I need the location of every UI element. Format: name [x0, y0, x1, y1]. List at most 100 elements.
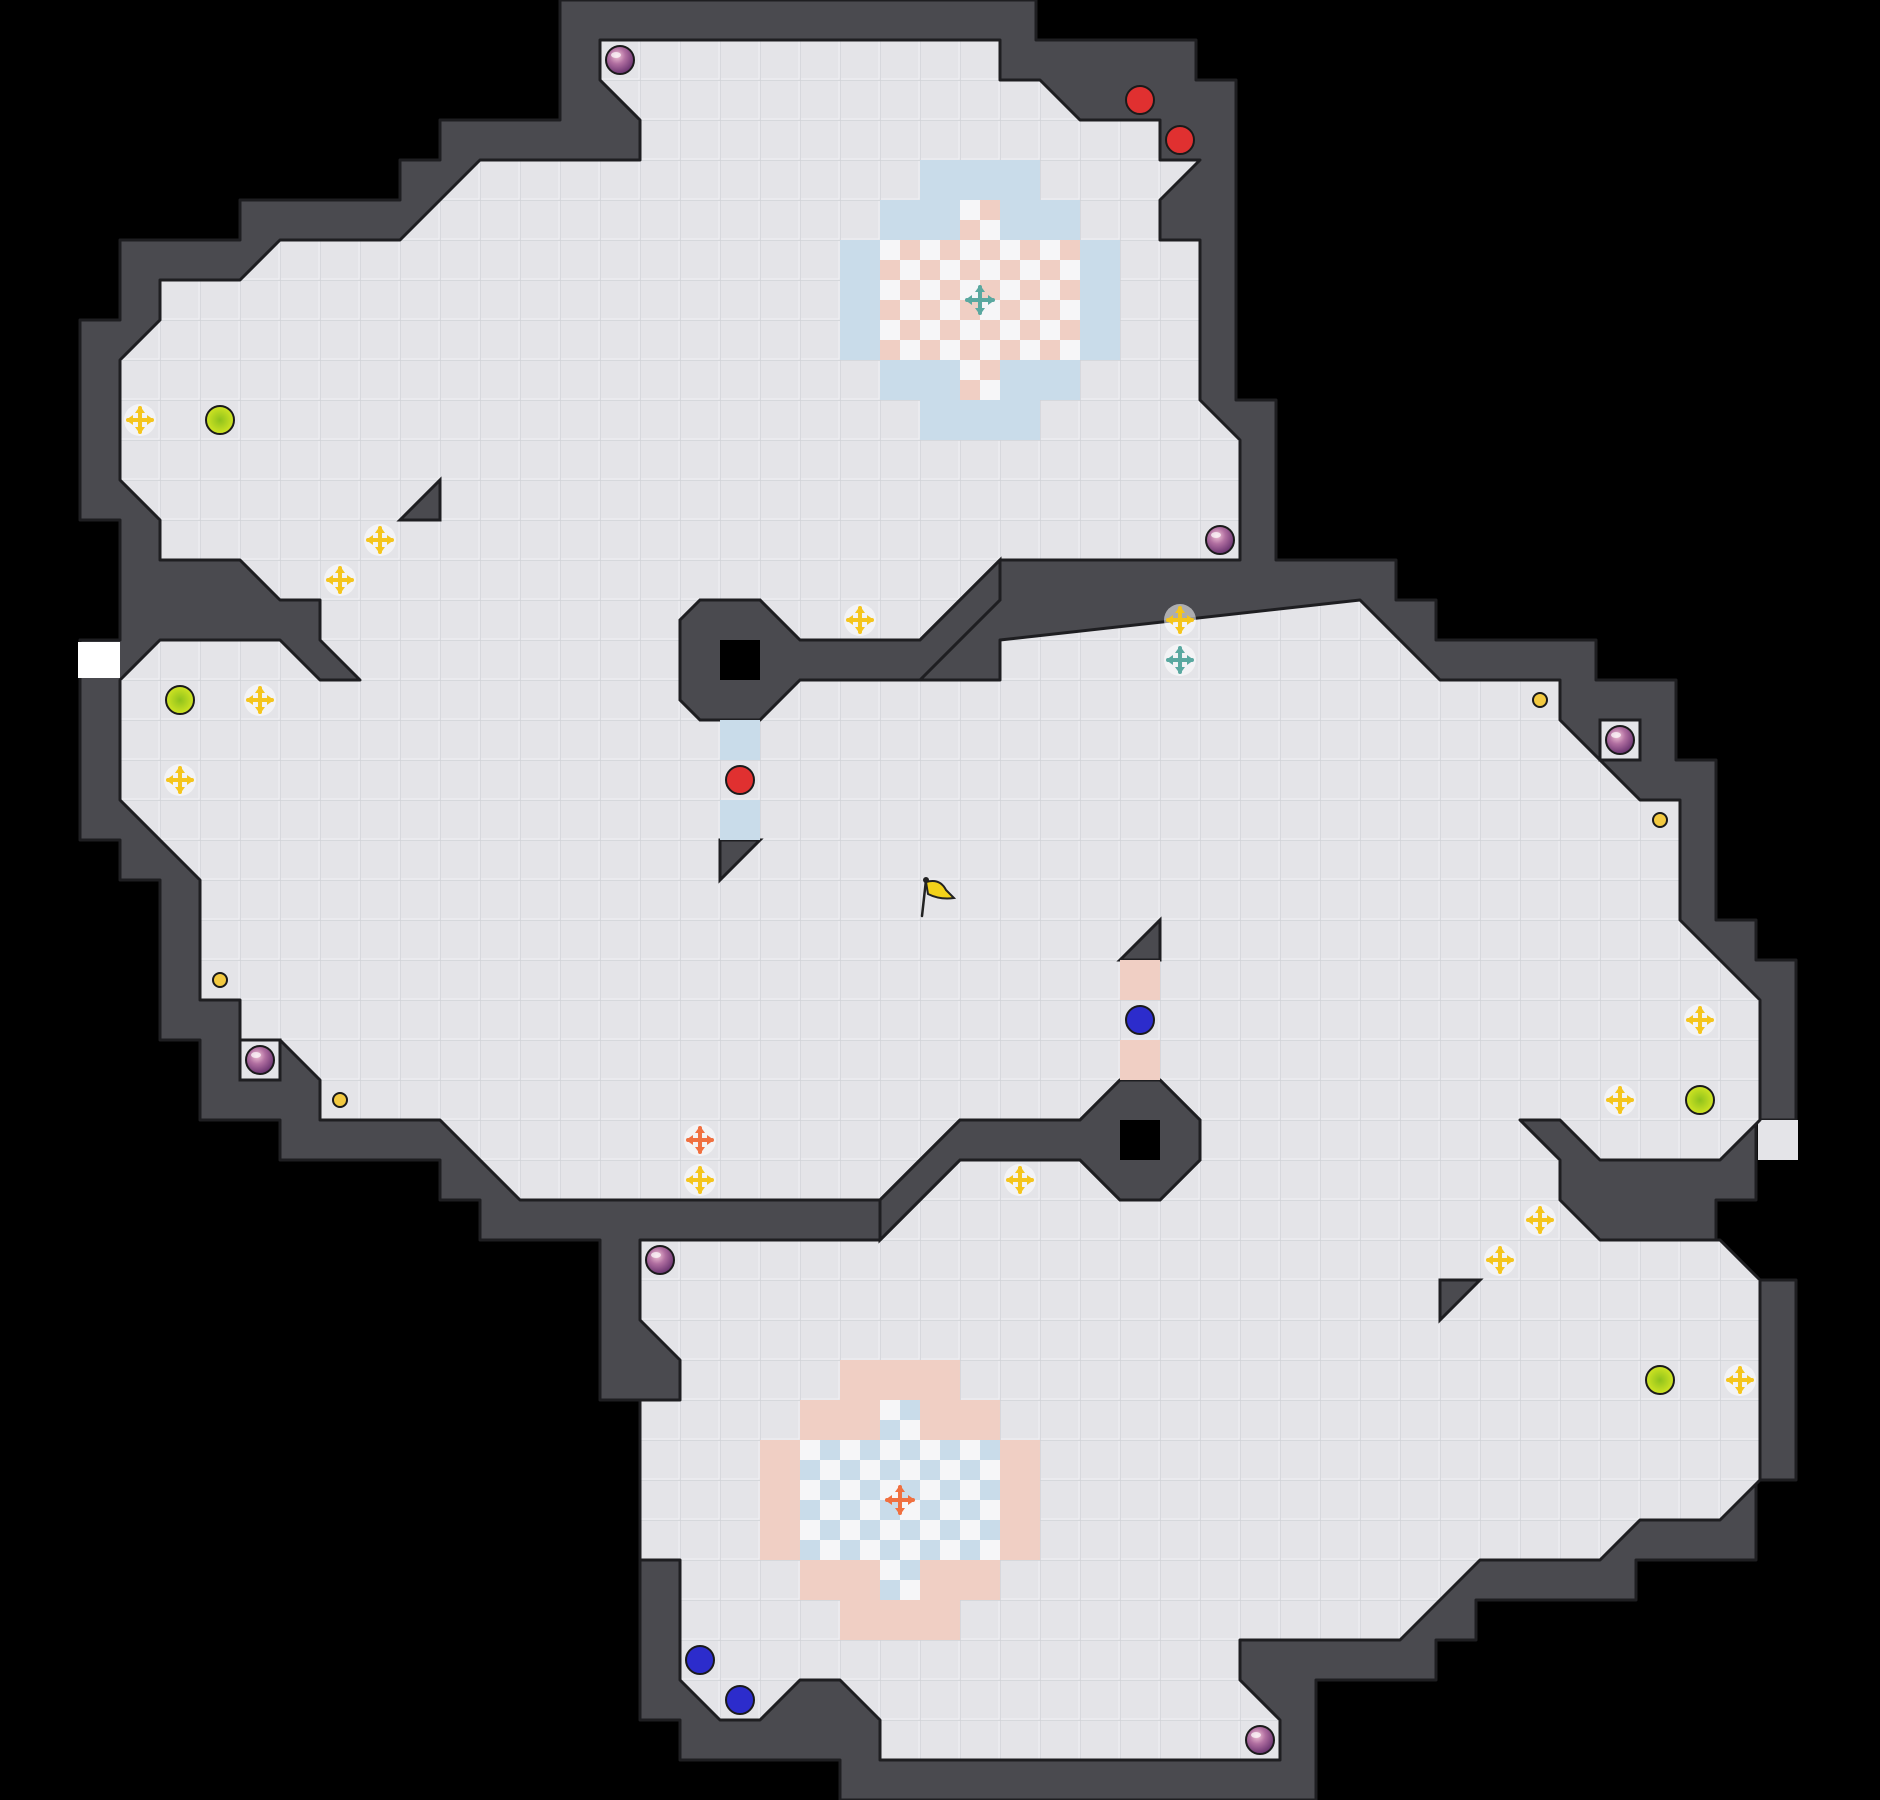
powerup-gold-icon[interactable]	[1524, 1204, 1556, 1236]
powerup-gold-icon[interactable]	[684, 1164, 716, 1196]
zone-checker	[960, 280, 980, 300]
powerup-gold-icon[interactable]	[324, 564, 356, 596]
zone-checker	[1060, 300, 1080, 320]
zone-cell	[920, 1560, 960, 1600]
blue-unit[interactable]	[725, 1685, 755, 1715]
zone-checker	[1040, 240, 1060, 260]
potion-icon[interactable]	[605, 45, 635, 75]
powerup-gold-icon[interactable]	[1684, 1004, 1716, 1036]
zone-checker	[840, 1460, 860, 1480]
zone-cell	[1000, 160, 1040, 200]
zone-checker	[860, 1440, 880, 1460]
powerup-gold-icon[interactable]	[1004, 1164, 1036, 1196]
zone-cell	[960, 1560, 1000, 1600]
zone-checker	[880, 1480, 900, 1500]
potion-icon[interactable]	[1605, 725, 1635, 755]
powerup-gold-icon[interactable]	[164, 764, 196, 796]
lime-unit[interactable]	[165, 685, 195, 715]
zone-checker	[980, 1440, 1000, 1460]
move-arrows-icon[interactable]	[965, 285, 995, 315]
zone-checker	[1000, 340, 1020, 360]
zone-checker	[880, 1400, 900, 1420]
zone-checker	[840, 1480, 860, 1500]
zone-checker	[960, 1540, 980, 1560]
zone-checker	[900, 1560, 920, 1580]
zone-checker	[820, 1500, 840, 1520]
blue-unit[interactable]	[1125, 1005, 1155, 1035]
coin-icon[interactable]	[212, 972, 228, 988]
coin-icon[interactable]	[1532, 692, 1548, 708]
base-blue	[840, 160, 1120, 440]
red-unit[interactable]	[1165, 125, 1195, 155]
zone-checker	[880, 1440, 900, 1460]
flag-icon[interactable]	[920, 877, 957, 918]
zone-checker	[900, 260, 920, 280]
zone-cell	[1120, 1040, 1160, 1080]
lime-unit[interactable]	[1685, 1085, 1715, 1115]
zone-checker	[1000, 240, 1020, 260]
zone-checker	[900, 300, 920, 320]
coin-icon[interactable]	[1652, 812, 1668, 828]
zone-cell	[840, 1360, 880, 1400]
red-unit[interactable]	[725, 765, 755, 795]
powerup-gold-icon[interactable]	[844, 604, 876, 636]
move-arrows-icon[interactable]	[885, 1485, 915, 1515]
potion-icon[interactable]	[1205, 525, 1235, 555]
powerup-gold-icon[interactable]	[124, 404, 156, 436]
coin-icon[interactable]	[332, 1092, 348, 1108]
zone-checker	[980, 280, 1000, 300]
zone-checker	[980, 260, 1000, 280]
zone-checker	[1020, 240, 1040, 260]
powerup-gold-icon[interactable]	[1164, 604, 1196, 636]
zone-checker	[1020, 320, 1040, 340]
zone-cell	[840, 1400, 880, 1440]
zone-checker	[800, 1440, 820, 1460]
map-items[interactable]	[124, 45, 1756, 1755]
zone-checker	[840, 1500, 860, 1520]
zone-cell	[920, 1400, 960, 1440]
blue-unit[interactable]	[685, 1645, 715, 1675]
zone-checker	[860, 1540, 880, 1560]
zone-checker	[940, 300, 960, 320]
potion-icon[interactable]	[245, 1045, 275, 1075]
zone-checker	[1060, 280, 1080, 300]
lime-unit[interactable]	[1645, 1365, 1675, 1395]
potion-icon[interactable]	[1245, 1725, 1275, 1755]
zone-checker	[880, 1420, 900, 1440]
zone-checker	[980, 200, 1000, 220]
zone-cell	[1000, 1440, 1040, 1480]
powerup-gold-icon[interactable]	[1604, 1084, 1636, 1116]
zone-cell	[720, 720, 760, 760]
zone-checker	[940, 340, 960, 360]
zone-cell	[880, 360, 920, 400]
zone-checker	[900, 1500, 920, 1520]
zone-cell	[800, 1560, 840, 1600]
zone-checker	[900, 1540, 920, 1560]
zone-cell	[760, 1480, 800, 1520]
zone-checker	[920, 260, 940, 280]
zone-cell	[960, 1400, 1000, 1440]
zone-checker	[940, 1520, 960, 1540]
zone-checker	[880, 340, 900, 360]
zone-checker	[920, 1460, 940, 1480]
zone-checker	[960, 260, 980, 280]
zone-checker	[980, 1460, 1000, 1480]
zone-checker	[880, 280, 900, 300]
lime-unit[interactable]	[205, 405, 235, 435]
powerup-gold-icon[interactable]	[244, 684, 276, 716]
powerup-red-icon[interactable]	[684, 1124, 716, 1156]
powerup-gold-icon[interactable]	[1484, 1244, 1516, 1276]
zone-checker	[800, 1540, 820, 1560]
powerup-teal-icon[interactable]	[1164, 644, 1196, 676]
powerup-gold-icon[interactable]	[364, 524, 396, 556]
powerup-gold-icon[interactable]	[1724, 1364, 1756, 1396]
zone-cell	[840, 240, 880, 280]
zone-checker	[980, 1520, 1000, 1540]
red-unit[interactable]	[1125, 85, 1155, 115]
zone-cell	[880, 1600, 920, 1640]
zone-checker	[800, 1480, 820, 1500]
zone-checker	[900, 1580, 920, 1600]
potion-icon[interactable]	[645, 1245, 675, 1275]
